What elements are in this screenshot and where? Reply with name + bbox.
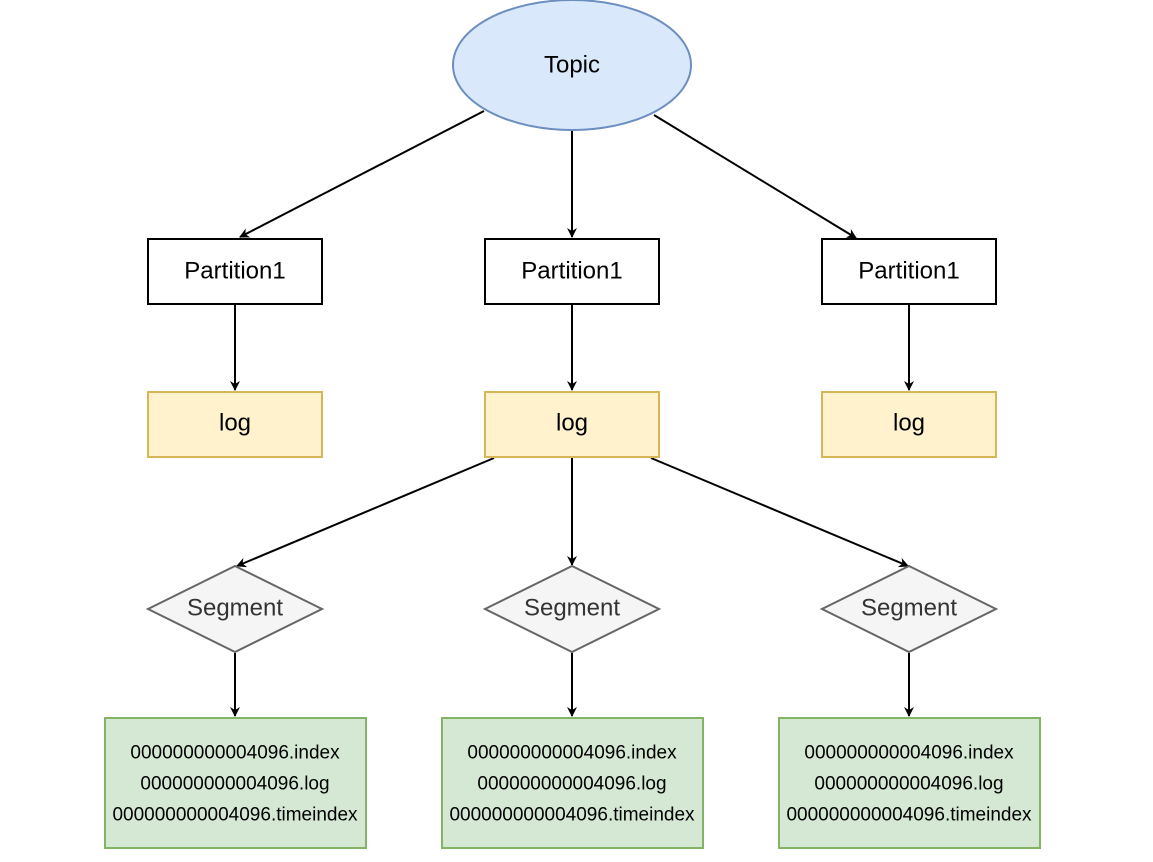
log-label: log	[893, 410, 925, 437]
segment-files-node: 000000000004096.index 000000000004096.lo…	[441, 717, 704, 849]
segment-files-node: 000000000004096.index 000000000004096.lo…	[778, 717, 1041, 849]
edge-log-segment-3	[650, 457, 909, 568]
segment-node: Segment	[819, 564, 999, 654]
partition-node: Partition1	[821, 238, 997, 305]
file-name-log: 000000000004096.log	[814, 774, 1003, 795]
segment-label: Segment	[187, 595, 283, 622]
edge-topic-partition-3	[653, 114, 857, 239]
edge-log-segment-1	[236, 457, 495, 568]
file-name-timeindex: 000000000004096.timeindex	[786, 805, 1032, 826]
segment-node: Segment	[145, 564, 325, 654]
edges	[230, 110, 914, 717]
partition-node: Partition1	[484, 238, 660, 305]
log-node: log	[147, 391, 323, 458]
log-label: log	[556, 410, 588, 437]
log-label: log	[219, 410, 251, 437]
segment-node: Segment	[482, 564, 662, 654]
segment-files-node: 000000000004096.index 000000000004096.lo…	[104, 717, 367, 849]
partition-node: Partition1	[147, 238, 323, 305]
log-node: log	[484, 391, 660, 458]
topic-shape	[452, 0, 692, 131]
log-node: log	[821, 391, 997, 458]
edge-topic-partition-1	[239, 110, 485, 238]
partition-label: Partition1	[521, 258, 622, 285]
file-name-timeindex: 000000000004096.timeindex	[449, 805, 695, 826]
segment-label: Segment	[861, 595, 957, 622]
file-name-timeindex: 000000000004096.timeindex	[112, 805, 358, 826]
topic-node: Topic	[452, 0, 692, 131]
partition-label: Partition1	[184, 258, 285, 285]
topic-label: Topic	[544, 52, 600, 79]
file-name-log: 000000000004096.log	[140, 774, 329, 795]
file-name-log: 000000000004096.log	[477, 774, 666, 795]
segment-label: Segment	[524, 595, 620, 622]
file-name-index: 000000000004096.index	[804, 743, 1014, 764]
partition-label: Partition1	[858, 258, 959, 285]
file-name-index: 000000000004096.index	[467, 743, 677, 764]
file-name-index: 000000000004096.index	[130, 743, 340, 764]
